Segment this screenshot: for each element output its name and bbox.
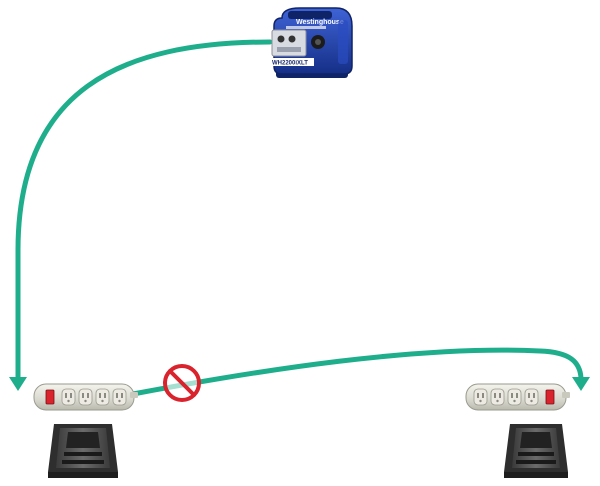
- device-left-icon: [48, 424, 118, 478]
- cable-generator-to-left-strip: [15, 39, 273, 381]
- generator-model-label: WH2200iXLT: [272, 61, 308, 67]
- arrowhead-left-strip: [9, 377, 27, 391]
- power-strip-left: [33, 383, 138, 411]
- device-right-icon: [504, 424, 568, 478]
- generator-icon: Westinghouse WH2200iXLT: [270, 7, 353, 78]
- cable-left-strip-to-right-strip: [130, 347, 584, 397]
- power-strip-right: [465, 383, 570, 411]
- power-switch-left: [45, 389, 55, 405]
- power-switch-right: [545, 389, 555, 405]
- generator-brand-label: Westinghouse: [296, 19, 344, 26]
- arrowhead-right-strip: [572, 377, 590, 391]
- prohibited-icon: [163, 364, 201, 402]
